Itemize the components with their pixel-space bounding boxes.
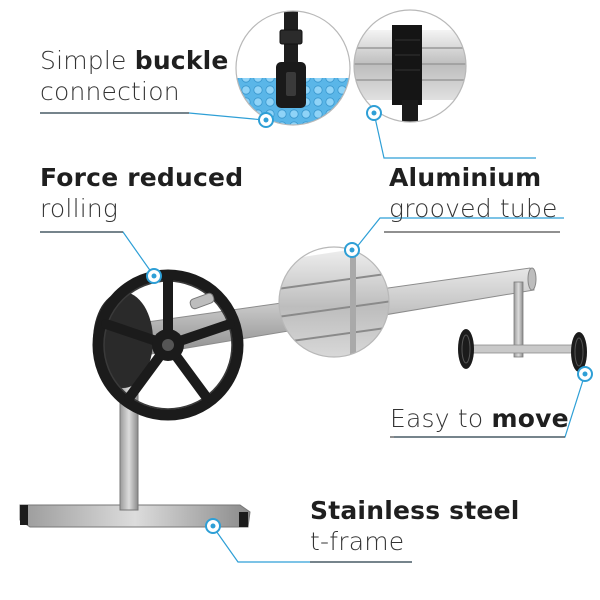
callout-dot-strap	[366, 105, 382, 121]
t-frame	[19, 379, 251, 528]
label-force-bold: Force reduced	[40, 163, 244, 192]
label-buckle: Simple buckle connection	[40, 46, 229, 106]
label-aluminium: Aluminium grooved tube	[389, 162, 558, 224]
label-steel-line2: t-frame	[310, 527, 405, 556]
strap-inset	[353, 9, 467, 123]
callout-dot-tube	[344, 242, 360, 258]
wheel-cart	[458, 281, 587, 372]
callout-dot-move	[577, 366, 593, 382]
label-aluminium-bold: Aluminium	[389, 163, 542, 192]
callout-dot-buckle	[258, 112, 274, 128]
label-move-bold: move	[491, 404, 569, 433]
label-aluminium-line2: grooved tube	[389, 194, 558, 223]
label-steel-bold: Stainless steel	[310, 496, 520, 525]
label-force: Force reduced rolling	[40, 162, 243, 224]
label-force-line2: rolling	[40, 194, 119, 223]
callout-dot-frame	[205, 518, 221, 534]
label-move: Easy to move	[390, 404, 569, 433]
buckle-inset	[235, 10, 351, 126]
crank-wheel	[92, 269, 244, 421]
label-steel: Stainless steel t-frame	[310, 495, 520, 557]
callout-dot-force	[146, 268, 162, 284]
label-buckle-bold: buckle	[134, 46, 229, 75]
grooved-tube-inset	[278, 246, 390, 358]
callout-dots	[146, 105, 593, 534]
label-underlines	[40, 112, 565, 563]
label-buckle-line2: connection	[40, 77, 180, 106]
